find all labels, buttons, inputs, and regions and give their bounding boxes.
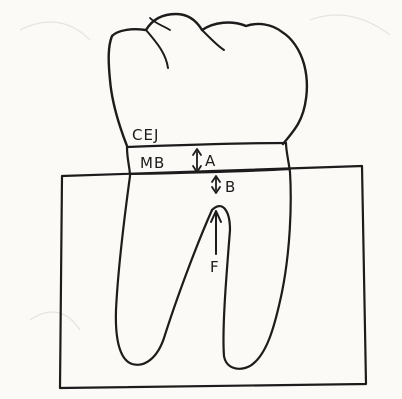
b-label: B xyxy=(225,178,236,196)
mesial-root-outline xyxy=(116,147,212,365)
furcation-arrow xyxy=(211,211,221,254)
alveolar-bone-outline xyxy=(60,166,366,388)
f-label: F xyxy=(210,258,220,276)
measurement-b-arrow xyxy=(212,176,220,193)
mb-label: MB xyxy=(140,154,165,172)
crown-cusp-groove-1 xyxy=(146,30,168,68)
crown-cusp-groove-2 xyxy=(202,30,224,50)
cej-label: CEJ xyxy=(132,126,159,144)
a-label: A xyxy=(205,152,216,170)
crown-cusp-line xyxy=(150,18,170,30)
measurement-a-arrow xyxy=(193,149,201,172)
distal-root-outline xyxy=(212,143,291,369)
